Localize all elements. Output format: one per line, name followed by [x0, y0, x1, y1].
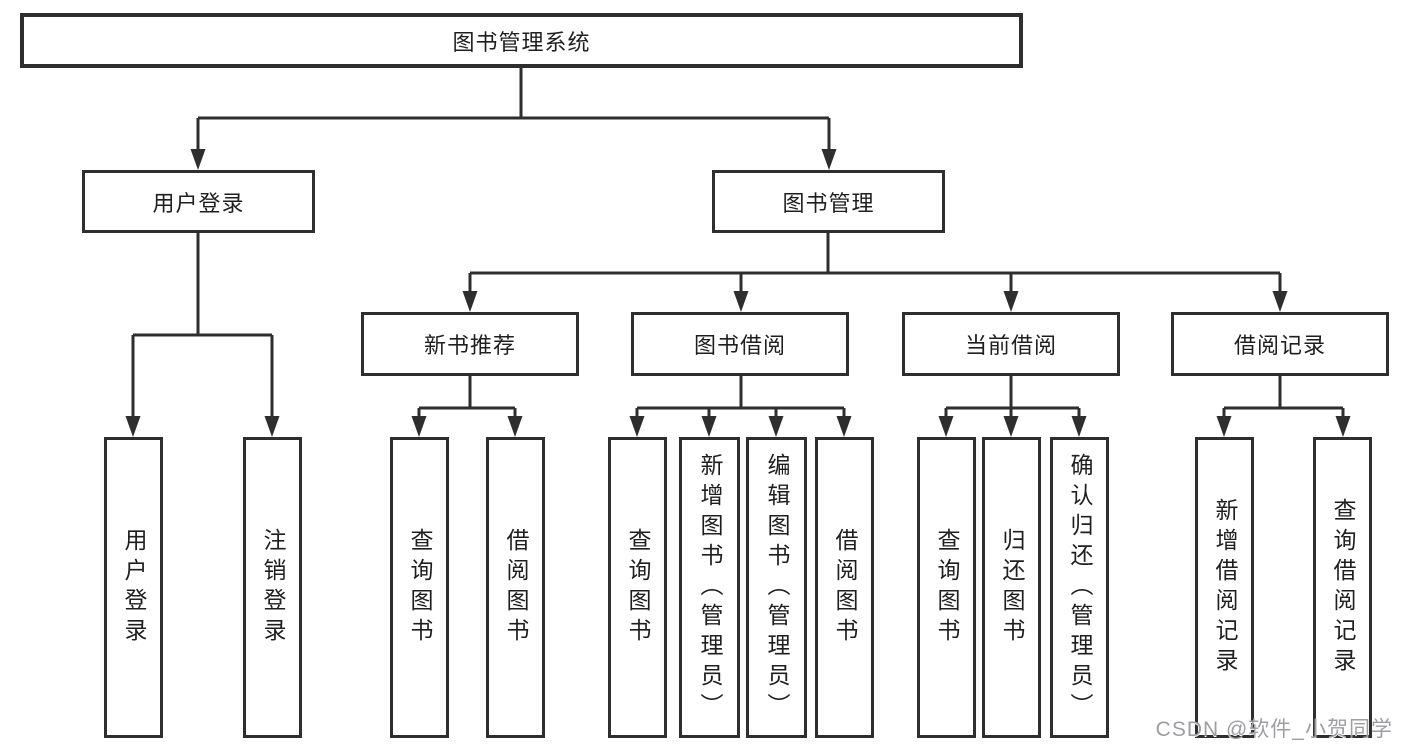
leaf-newrec-query-books: 查询图书: [390, 437, 449, 738]
leaf-user-login: 用户登录: [104, 437, 163, 738]
leaf-borrow-add-books-admin: 新增图书（管理员）: [679, 437, 740, 738]
node-book-borrowing: 图书借阅: [631, 312, 849, 376]
node-book-management: 图书管理: [712, 170, 945, 233]
leaf-current-confirm-return-admin: 确认归还（管理员）: [1050, 437, 1109, 738]
leaf-newrec-borrow-books: 借阅图书: [486, 437, 545, 738]
leaf-records-add-record: 新增借阅记录: [1195, 437, 1254, 738]
leaf-current-return-books: 归还图书: [982, 437, 1041, 738]
node-borrowing-records: 借阅记录: [1171, 312, 1389, 376]
node-library-system: 图书管理系统: [20, 13, 1023, 68]
leaf-borrow-borrow-books: 借阅图书: [815, 437, 874, 738]
node-new-book-recommend: 新书推荐: [361, 312, 579, 376]
leaf-records-query-record: 查询借阅记录: [1313, 437, 1372, 738]
leaf-borrow-edit-books-admin: 编辑图书（管理员）: [746, 437, 807, 738]
arrowheads: [125, 149, 1351, 437]
csdn-watermark: CSDN @软件_小贺同学: [1155, 718, 1393, 741]
leaf-current-query-books: 查询图书: [917, 437, 976, 738]
node-user-login: 用户登录: [82, 170, 315, 233]
leaf-logout: 注销登录: [243, 437, 302, 738]
leaf-borrow-query-books: 查询图书: [608, 437, 667, 738]
node-current-borrowing: 当前借阅: [902, 312, 1120, 376]
